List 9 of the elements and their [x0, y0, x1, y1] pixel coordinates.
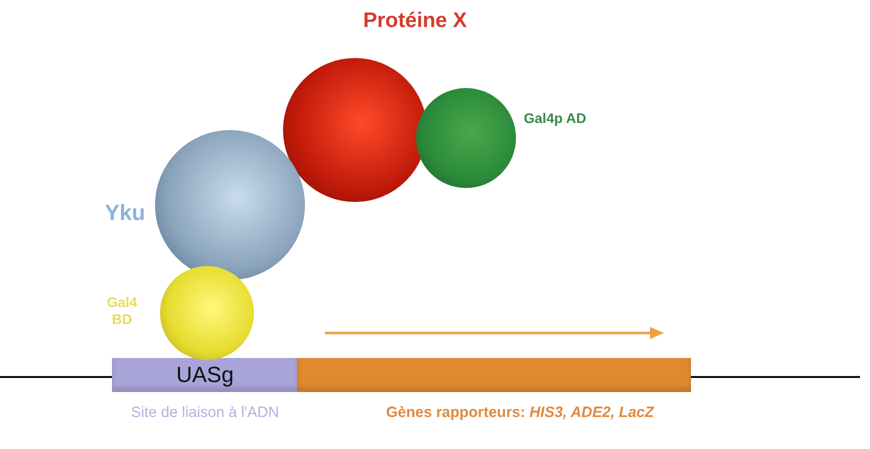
protein-label: Gal4 BD: [106, 294, 138, 328]
gene-bar: [297, 358, 691, 392]
region-caption: Site de liaison à l'ADN: [130, 404, 280, 422]
protein-label: Gal4p AD: [522, 110, 588, 127]
protein-label: Protéine X: [362, 8, 468, 34]
protein-label: Yku: [104, 200, 146, 226]
binding-site-bar: [112, 358, 298, 392]
region-caption: Gènes rapporteurs: HIS3, ADE2, LacZ: [385, 404, 656, 422]
site-label: UASg: [175, 361, 235, 389]
